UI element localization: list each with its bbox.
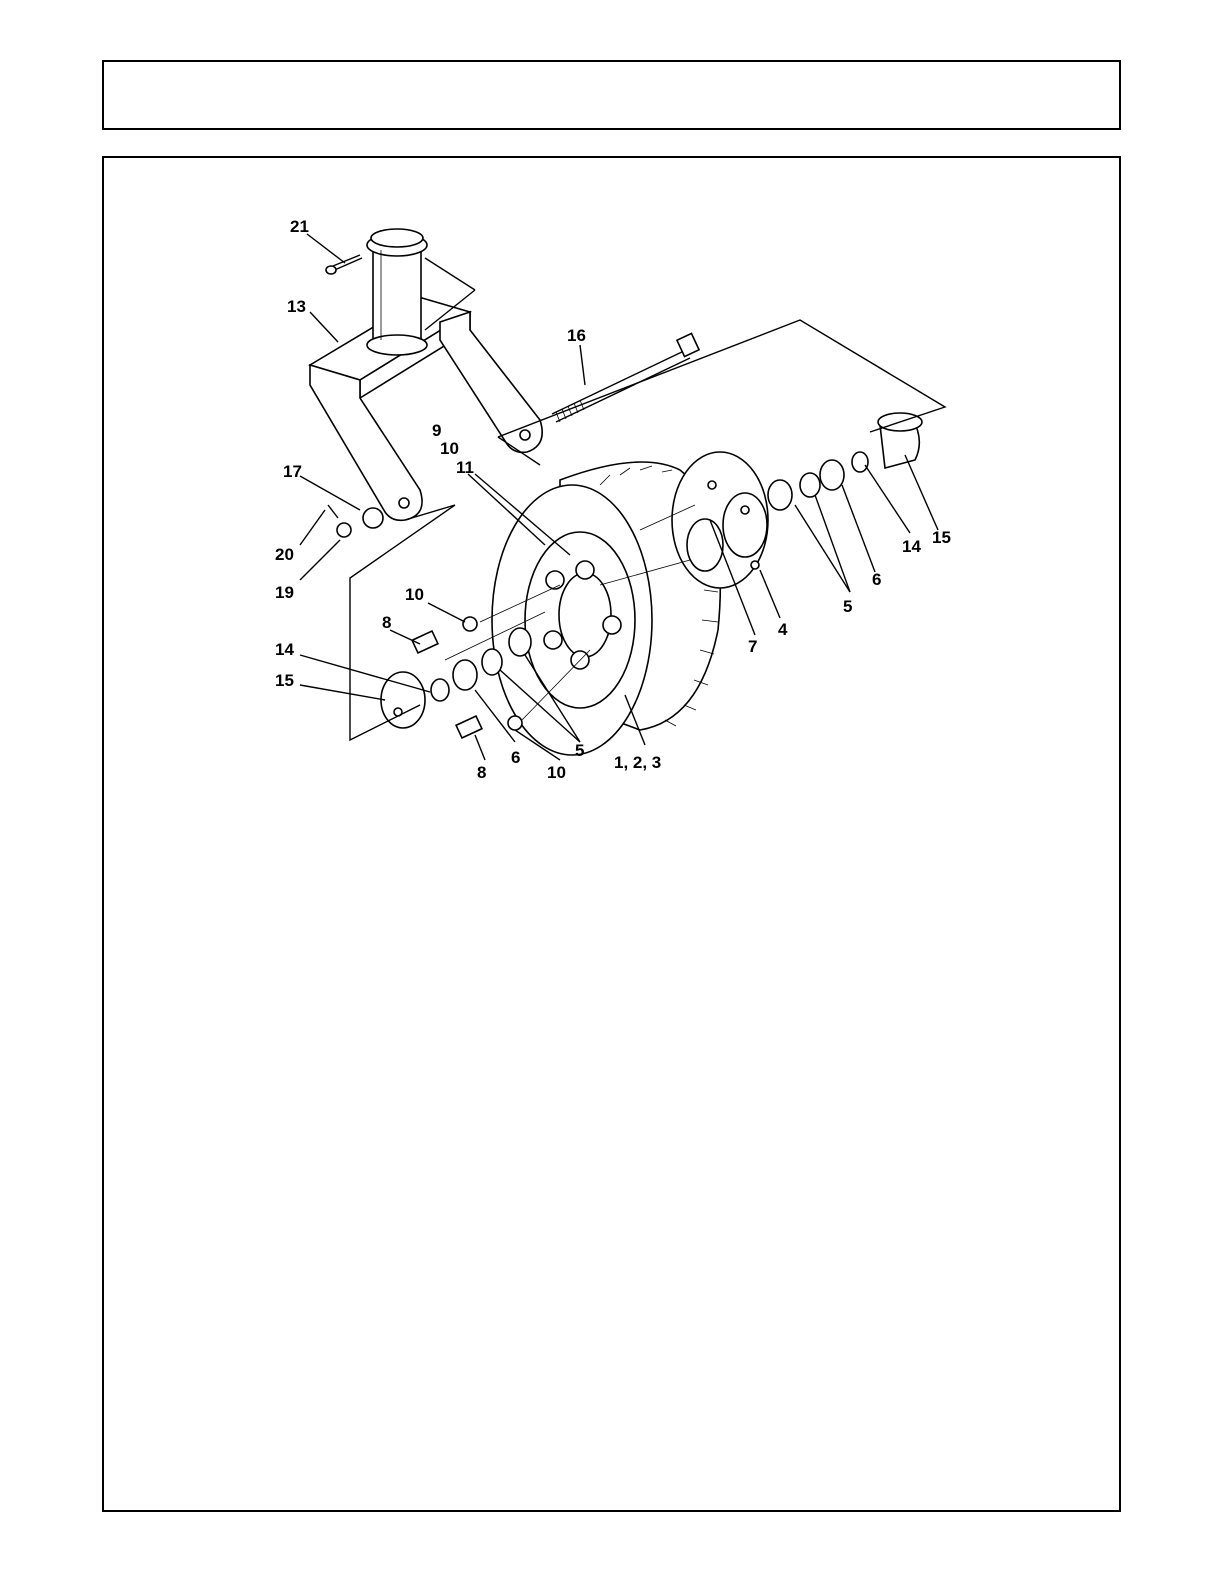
caster-fork (310, 298, 542, 520)
callout-7: 7 (748, 637, 757, 656)
callout-10-lower: 10 (547, 763, 566, 782)
callout-11: 11 (456, 458, 474, 477)
callout-5-left: 5 (575, 741, 584, 760)
callout-9: 9 (432, 421, 441, 440)
callout-6-right: 6 (872, 570, 881, 589)
callout-14-left: 14 (275, 640, 294, 659)
callout-13: 13 (287, 297, 306, 316)
cotter-pin (326, 255, 362, 274)
axle-bolt (552, 333, 699, 422)
hub (672, 452, 768, 588)
right-bearing-set (768, 413, 922, 510)
callout-10-top: 10 (440, 439, 459, 458)
callout-19: 19 (275, 583, 294, 602)
callout-21: 21 (290, 217, 309, 236)
callout-6-left: 6 (511, 748, 520, 767)
callout-16: 16 (567, 326, 586, 345)
callout-15-right: 15 (932, 528, 951, 547)
callout-15-left: 15 (275, 671, 294, 690)
callout-8-lower: 8 (477, 763, 486, 782)
callout-1-2-3: 1, 2, 3 (614, 753, 661, 772)
callout-17: 17 (283, 462, 302, 481)
callout-4: 4 (778, 620, 788, 639)
callout-10-mid: 10 (405, 585, 424, 604)
callout-8-upper: 8 (382, 613, 391, 632)
callout-14-right: 14 (902, 537, 921, 556)
callout-20: 20 (275, 545, 294, 564)
callout-5-right: 5 (843, 597, 852, 616)
spindle (367, 229, 427, 355)
